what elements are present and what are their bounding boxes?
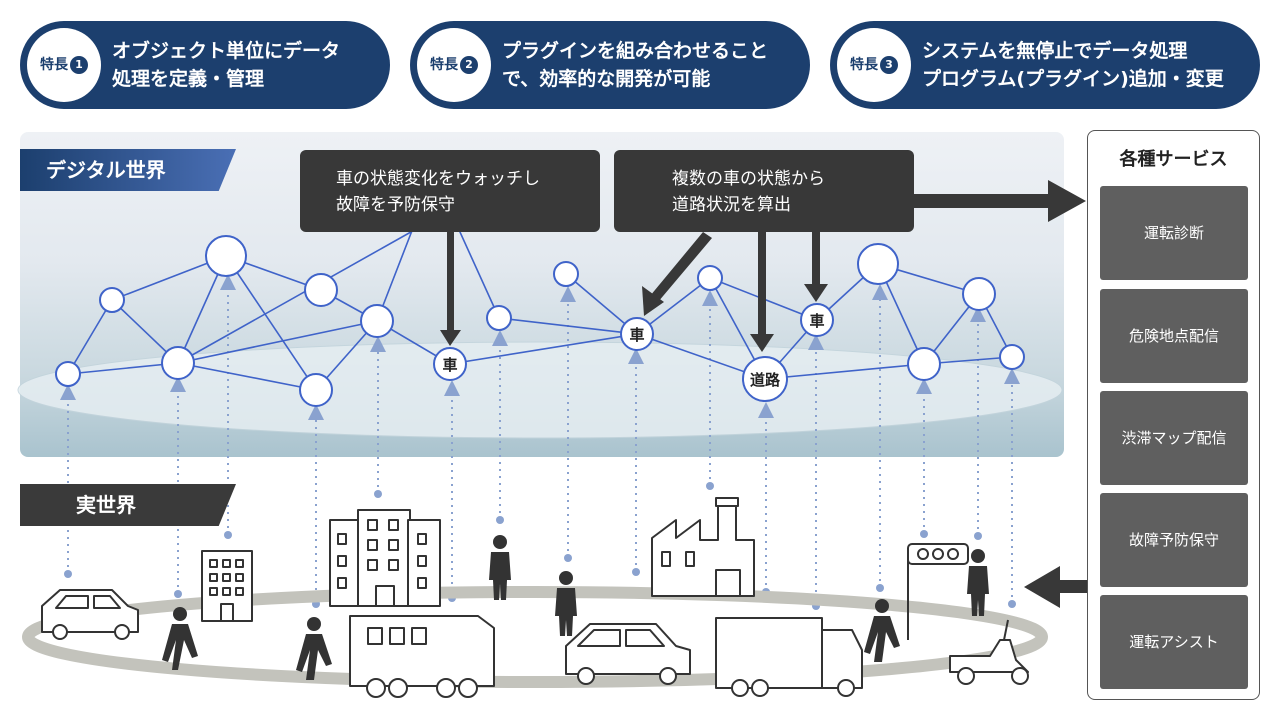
feature-text-line: オブジェクト単位にデータ (112, 40, 341, 62)
feature-text-line: システムを無停止でデータ処理 (922, 40, 1188, 62)
person-standing-icon (967, 549, 989, 616)
service-congestion-map: 渋滞マップ配信 (1100, 391, 1248, 485)
traffic-light-icon (907, 543, 969, 640)
office-building-icon (329, 509, 441, 607)
callout-text-line: 車の状態変化をウォッチし (336, 169, 540, 189)
service-feedback-arrow (1024, 566, 1088, 608)
feature-text-line: プラグインを組み合わせること (502, 40, 769, 62)
callout-text-line: 故障を予防保守 (336, 195, 455, 215)
car-node-label: 車 (629, 326, 644, 344)
callout-text-line: 複数の車の状態から (672, 169, 825, 189)
feature-text-line: プログラム(プラグイン)追加・変更 (922, 68, 1224, 90)
car-node: 車 (620, 317, 654, 351)
callout-watch-car: 車の状態変化をウォッチし 故障を予防保守 (300, 150, 600, 232)
person-walking-icon (296, 617, 332, 680)
person-walking-icon (162, 607, 198, 670)
feature-text-line: 処理を定義・管理 (112, 68, 265, 90)
person-standing-icon (555, 571, 577, 636)
service-danger-point-delivery: 危険地点配信 (1100, 289, 1248, 383)
road-node-label: 道路 (750, 371, 781, 389)
car-node: 車 (800, 303, 834, 337)
feature-badge-label: 特長 (40, 57, 68, 73)
data-plane-ellipse (17, 341, 1063, 439)
road-node: 道路 (742, 356, 788, 402)
car-node: 車 (433, 347, 467, 381)
callout-text-line: 道路状況を算出 (672, 195, 791, 215)
feature-text-line: で、効率的な開発が可能 (502, 68, 711, 90)
car-icon (41, 589, 139, 640)
car-node-label: 車 (442, 356, 457, 374)
real-world-label: 実世界 (20, 484, 236, 526)
road-ring (22, 586, 1048, 688)
feature-badge-label: 特長 (850, 57, 878, 73)
feature-number: 1 (70, 56, 88, 74)
person-standing-icon (489, 535, 511, 600)
services-title: 各種サービス (1119, 149, 1228, 170)
real-world-objects (41, 497, 1029, 698)
truck-icon (715, 617, 863, 697)
service-driving-diagnosis: 運転診断 (1100, 186, 1248, 280)
digital-world-label: デジタル世界 (20, 149, 236, 191)
scooter-icon (949, 619, 1029, 685)
callout-arrows (440, 180, 1086, 352)
callout-road-status: 複数の車の状態から 道路状況を算出 (614, 150, 914, 232)
feature-number: 2 (460, 56, 478, 74)
car-icon (565, 623, 691, 685)
network-nodes (55, 235, 1025, 407)
service-driving-assist: 運転アシスト (1100, 595, 1248, 689)
car-node-label: 車 (809, 312, 824, 330)
person-walking-icon (864, 599, 900, 662)
factory-icon (651, 497, 755, 597)
feature-number: 3 (880, 56, 898, 74)
building-icon (201, 550, 253, 622)
pedestrians (162, 535, 989, 680)
service-predictive-maintenance: 故障予防保守 (1100, 493, 1248, 587)
feature-badge-label: 特長 (430, 57, 458, 73)
bus-icon (349, 615, 495, 698)
services-panel: 各種サービス 運転診断 危険地点配信 渋滞マップ配信 故障予防保守 運転アシスト (1087, 130, 1260, 700)
